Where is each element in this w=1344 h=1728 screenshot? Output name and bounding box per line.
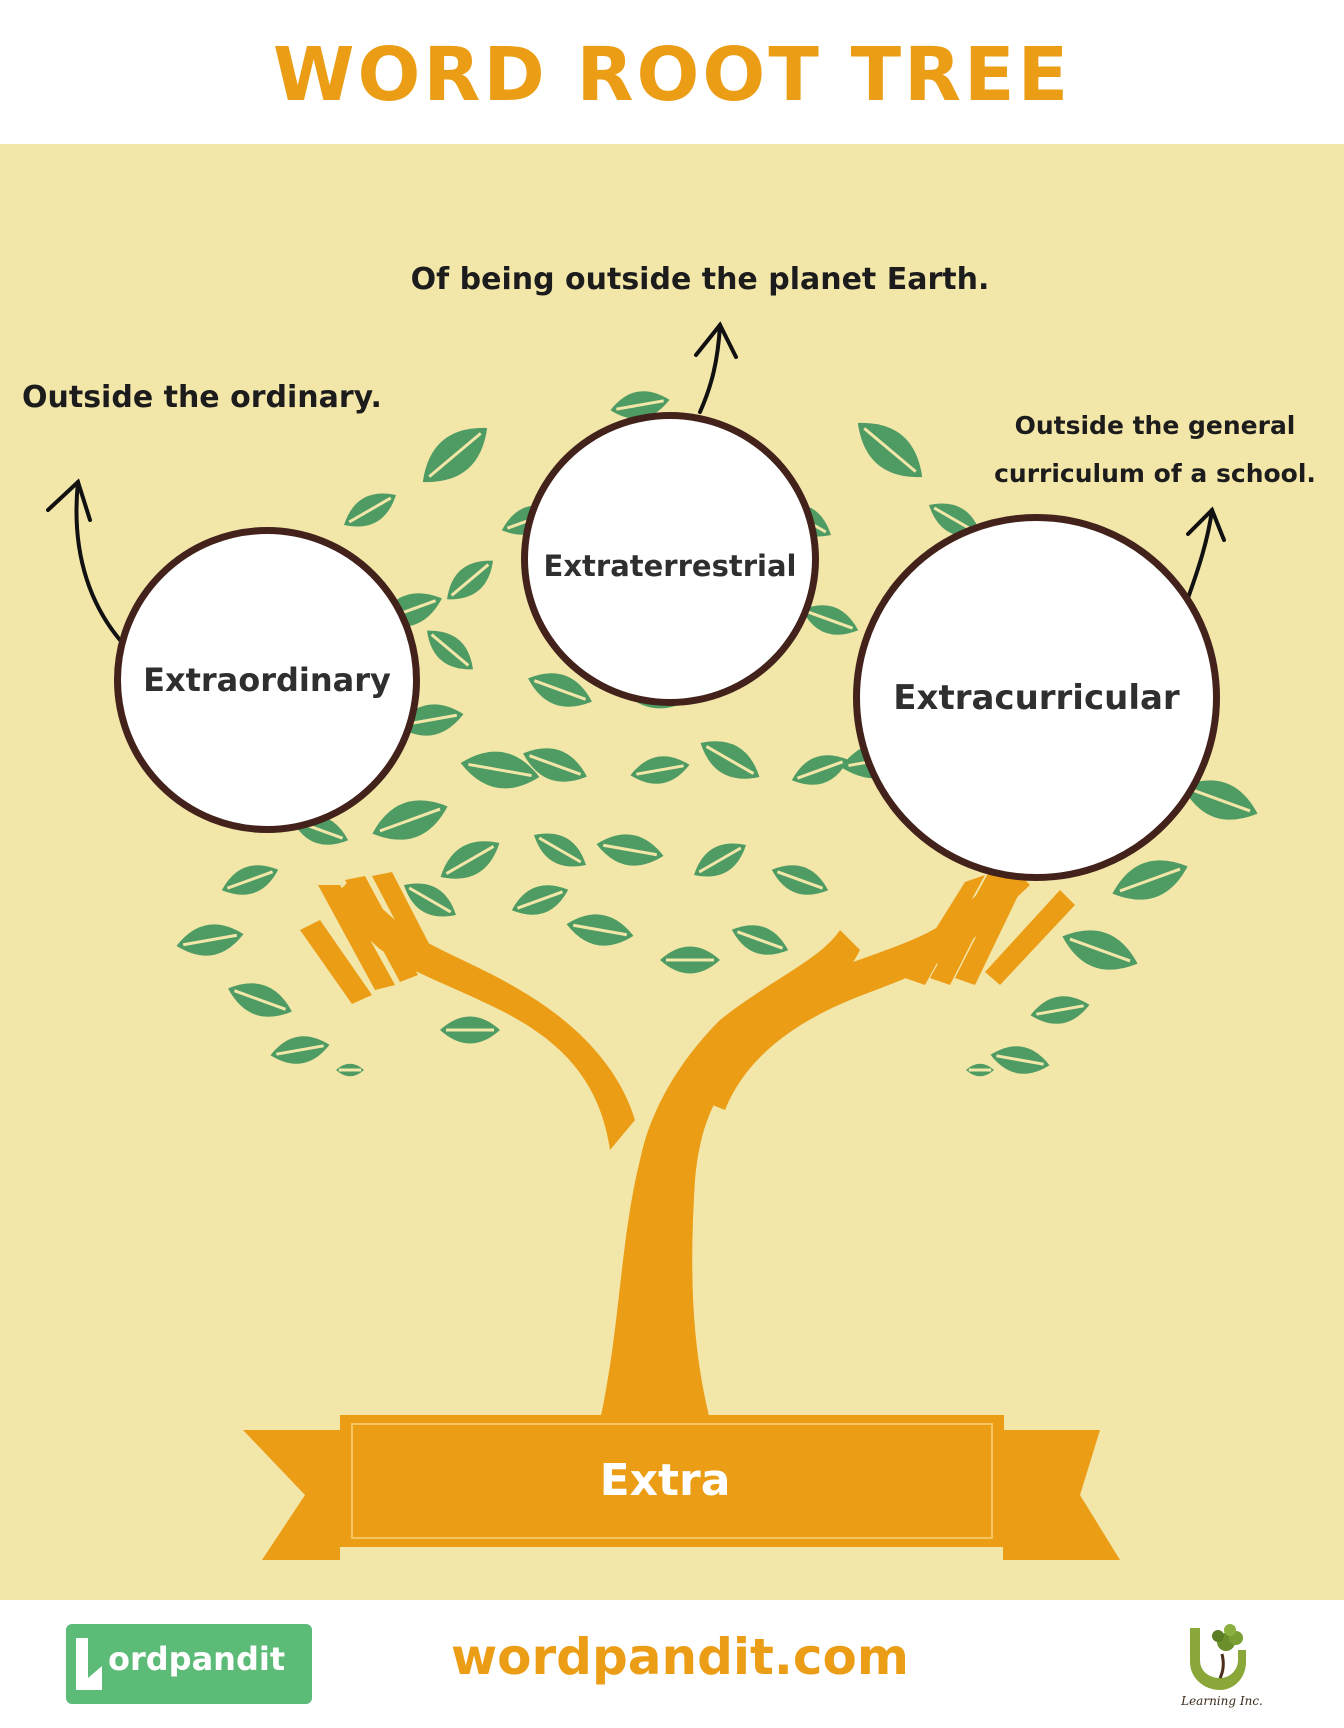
wordpandit-w-mark-icon — [76, 1638, 102, 1690]
leaf-vein — [1036, 1004, 1084, 1016]
leaf-vein — [430, 633, 470, 667]
definition-extraterrestrial: Of being outside the planet Earth. — [410, 262, 990, 297]
leaf-vein — [602, 843, 658, 857]
leaf-vein — [806, 610, 854, 630]
root-banner — [243, 1415, 1120, 1560]
leaf-vein — [226, 870, 274, 890]
definition-arrows — [46, 321, 1226, 642]
leaf-vein — [182, 933, 238, 947]
arrow-mid — [698, 323, 722, 414]
learning-inc-tree-icon — [1190, 1624, 1246, 1690]
leaf-vein — [776, 870, 824, 890]
wordpandit-logo-text: ordpandit — [108, 1640, 286, 1678]
left-arm — [330, 880, 635, 1150]
definition-extraordinary: Outside the ordinary. — [22, 380, 382, 415]
word-circle-extraterrestrial: Extraterrestrial — [521, 412, 819, 706]
leaf-vein — [736, 930, 784, 950]
word-extraterrestrial: Extraterrestrial — [543, 549, 797, 583]
leaf-vein — [796, 760, 844, 780]
leaf-vein — [348, 496, 392, 524]
banner-left-tail — [243, 1430, 340, 1560]
leaf-vein — [468, 762, 532, 778]
leaf-vein — [996, 1054, 1044, 1066]
arrow-right — [1186, 508, 1214, 600]
leaf-vein — [408, 886, 452, 914]
word-extraordinary: Extraordinary — [143, 661, 391, 699]
leaf-vein — [379, 807, 441, 833]
banner-right-tail — [1003, 1430, 1120, 1560]
learning-inc-caption: Learning Inc. — [1181, 1694, 1263, 1708]
leaf-vein — [705, 745, 755, 775]
leaf-vein — [1069, 937, 1131, 963]
root-word-label: Extra — [599, 1455, 731, 1506]
leaf-vein — [636, 764, 684, 776]
word-circle-extraordinary: Extraordinary — [114, 527, 420, 833]
left-hand-fingers — [300, 872, 440, 1004]
word-extracurricular: Extracurricular — [893, 677, 1180, 718]
leaf-vein — [572, 923, 628, 937]
leaf-vein — [450, 563, 490, 597]
website-url: wordpandit.com — [450, 1628, 910, 1686]
leaf-vein — [616, 399, 664, 411]
right-hand-fingers — [905, 850, 1075, 985]
leaf-vein — [233, 989, 287, 1011]
definition-extracurricular: Outside the general curriculum of a scho… — [994, 411, 1316, 488]
wordpandit-logo — [66, 1624, 312, 1704]
trunk — [600, 930, 860, 1420]
banner-body — [340, 1415, 1004, 1547]
header — [0, 0, 1344, 144]
leaf-vein — [1119, 867, 1181, 893]
leaf-vein — [428, 432, 482, 478]
leaf-vein — [538, 836, 582, 864]
leaf-vein — [1189, 787, 1251, 813]
leaf-vein — [516, 890, 564, 910]
leaf-vein — [276, 1044, 324, 1056]
leaf-vein — [528, 754, 582, 776]
word-circle-extracurricular: Extracurricular — [853, 514, 1220, 881]
page-title: WORD ROOT TREE — [272, 32, 1072, 118]
leaf-vein — [445, 845, 495, 875]
leaf-vein — [698, 846, 742, 874]
arrow-left — [74, 480, 122, 642]
leaf-vein — [533, 679, 587, 701]
trunk-with-hands — [300, 850, 1075, 1420]
leaf-vein — [863, 427, 917, 473]
